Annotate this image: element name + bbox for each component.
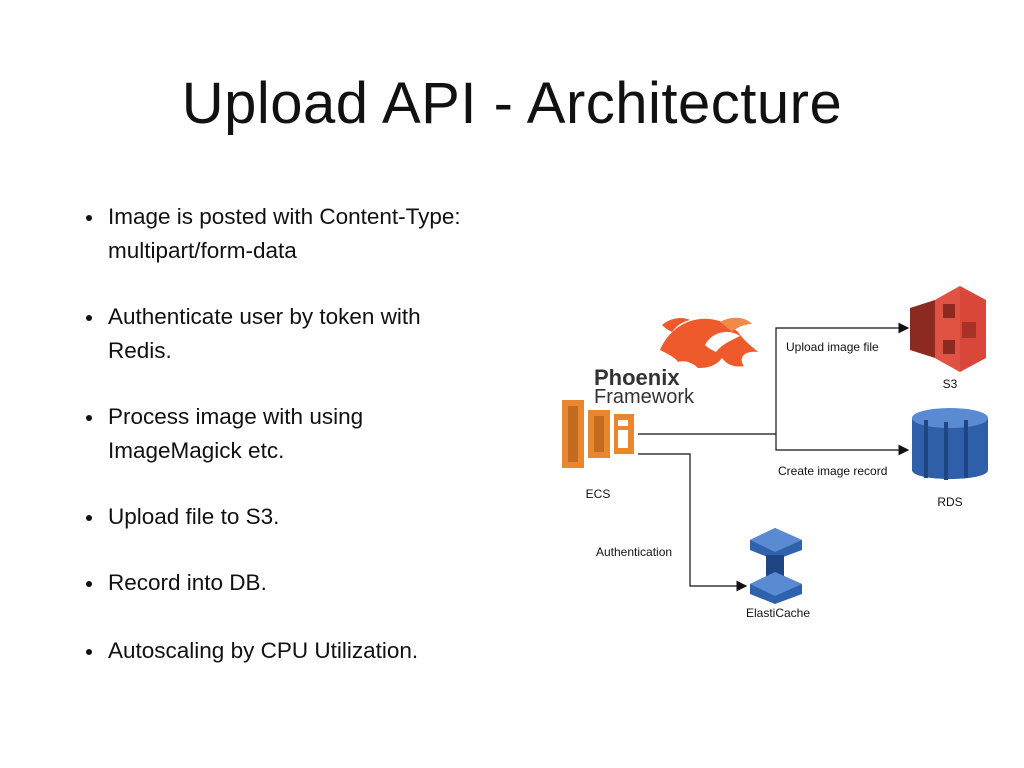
phoenix-logo-line2: Framework: [594, 386, 695, 408]
connectors: [638, 322, 910, 592]
upload-arrow: [775, 322, 910, 434]
elasticache-icon: [750, 528, 802, 604]
ecs-icon: [562, 400, 634, 468]
auth-edge-label: Authentication: [596, 545, 672, 559]
bullet-text: Record into DB.: [108, 570, 267, 595]
bullet-item: Process image with using ImageMagick etc…: [86, 400, 568, 468]
record-arrow: [775, 434, 910, 456]
elasticache-label: ElastiCache: [746, 606, 810, 620]
bullet-item: Autoscaling by CPU Utilization.: [86, 634, 568, 668]
record-edge-label: Create image record: [778, 464, 887, 478]
s3-label: S3: [943, 377, 958, 391]
bullet-text: Authenticate user by token with: [108, 304, 421, 329]
bullet-text: Process image with using: [108, 404, 364, 429]
bullet-dot: [86, 515, 92, 521]
slide-title: Upload API - Architecture: [181, 71, 843, 136]
bullet-list: Image is posted with Content-Type: multi…: [86, 200, 568, 668]
upload-edge-label: Upload image file: [786, 340, 879, 354]
bullet-text: Redis.: [108, 338, 172, 363]
bullet-item: Image is posted with Content-Type: multi…: [86, 200, 568, 268]
bullet-item: Authenticate user by token with Redis.: [86, 300, 568, 368]
bullet-item: Upload file to S3.: [86, 500, 568, 534]
bullet-item: Record into DB.: [86, 566, 568, 600]
ecs-label: ECS: [586, 487, 611, 501]
phoenix-bird-icon: [660, 317, 758, 368]
rds-icon: [912, 408, 988, 480]
auth-arrow: [638, 453, 748, 592]
bullet-dot: [86, 215, 92, 221]
phoenix-framework-logo: Phoenix Framework: [594, 317, 758, 408]
phoenix-logo-line1: Phoenix: [594, 365, 680, 390]
bullet-dot: [86, 415, 92, 421]
bullet-dot: [86, 649, 92, 655]
bullet-text: Autoscaling by CPU Utilization.: [108, 638, 419, 663]
bullet-dot: [86, 581, 92, 587]
architecture-diagram: Phoenix Framework ECS: [540, 270, 1010, 640]
bullet-dot: [86, 315, 92, 321]
bullet-text: Upload file to S3.: [108, 504, 280, 529]
s3-icon: [910, 286, 986, 372]
bullet-text: Image is posted with Content-Type:: [108, 204, 461, 229]
rds-label: RDS: [937, 495, 962, 509]
bullet-text: ImageMagick etc.: [108, 438, 285, 463]
bullet-text: multipart/form-data: [108, 238, 297, 263]
